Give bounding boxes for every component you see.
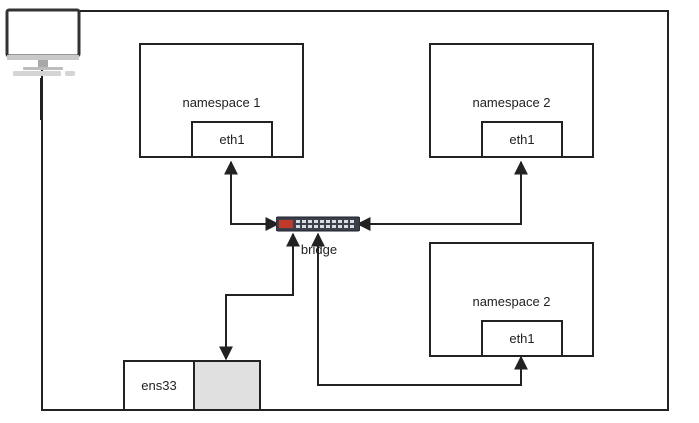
- bridge-label: bridge: [300, 242, 338, 257]
- link-bridge-ns2-bottom: [311, 232, 528, 386]
- ens33-label-cell: ens33: [125, 362, 195, 409]
- network-switch-icon: [276, 216, 360, 232]
- ens33-port: [195, 362, 259, 409]
- eth1-label-3: eth1: [509, 331, 535, 346]
- eth1-port-3: eth1: [481, 320, 563, 357]
- namespace-box-2: namespace 2 eth1: [429, 43, 594, 158]
- eth1-label-1: eth1: [219, 132, 245, 147]
- namespace-box-1: namespace 1 eth1: [139, 43, 304, 158]
- host-frame: [41, 10, 669, 411]
- link-bridge-ens33: [219, 232, 300, 361]
- ens33-nic: ens33: [123, 360, 261, 411]
- namespace-box-3: namespace 2 eth1: [429, 242, 594, 357]
- namespace-label-2: namespace 2: [472, 95, 551, 110]
- namespace-label-3: namespace 2: [472, 294, 551, 309]
- eth1-label-2: eth1: [509, 132, 535, 147]
- eth1-port-1: eth1: [191, 121, 273, 158]
- eth1-port-2: eth1: [481, 121, 563, 158]
- computer-monitor-icon: [5, 8, 81, 76]
- link-ns1-bridge: [224, 160, 280, 231]
- link-ns2-top-bridge: [356, 160, 528, 231]
- ens33-label: ens33: [141, 378, 177, 393]
- namespace-label-1: namespace 1: [182, 95, 261, 110]
